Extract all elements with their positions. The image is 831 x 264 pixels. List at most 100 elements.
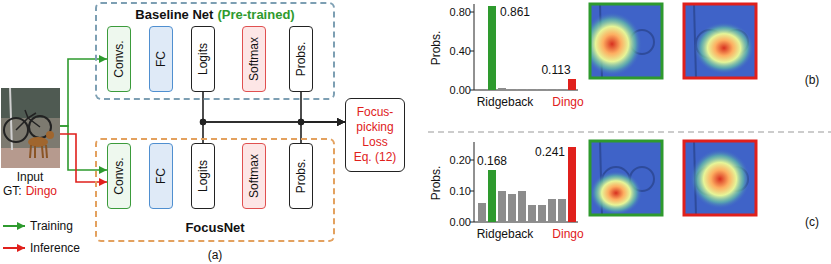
- connector-arrow: [60, 134, 107, 182]
- node-text: Focus-picking Loss Eq. (12): [354, 105, 397, 164]
- heatmap-image: [684, 4, 756, 78]
- heatmap-image: [684, 141, 756, 215]
- layer-box: Softmax: [242, 26, 266, 92]
- tick-label: 0.40: [450, 44, 471, 58]
- heatmap-image: [590, 171, 642, 215]
- loss-box: Focus-picking Loss Eq. (12): [345, 98, 405, 172]
- tick-label: 0.20: [450, 153, 471, 167]
- bar-chart-top: [538, 89, 546, 90]
- heatmap-image: [684, 4, 756, 78]
- node-text: Logits: [196, 160, 210, 192]
- layer-box: FC: [149, 143, 173, 209]
- separator-line: [428, 131, 831, 132]
- bar-chart-top: [508, 89, 516, 90]
- bar-chart-bottom: [538, 205, 546, 222]
- node-text: Convs.: [112, 157, 126, 194]
- layer-box: Convs.: [107, 26, 131, 92]
- input-photo: [46, 131, 54, 139]
- node-text: Convs.: [112, 40, 126, 77]
- bar-chart-top: [478, 89, 486, 90]
- bar-chart-top: [558, 89, 566, 90]
- category-label: Ridgeback: [477, 227, 534, 241]
- input-photo: [1, 88, 60, 168]
- network-group: Convs. FC Logits Softmax Probs. Baseline Net (…: [95, 2, 335, 100]
- layer-box: FC: [149, 26, 173, 92]
- bar-chart-bottom: [470, 142, 578, 222]
- input-image: InputGT: Dingo: [0, 88, 60, 198]
- legend-arrows: [3, 225, 25, 227]
- heatmap-image: [590, 141, 662, 215]
- node-text: Logits: [196, 43, 210, 75]
- text-line: GT: Dingo: [0, 184, 60, 198]
- heatmap-image: [590, 141, 662, 215]
- node-text: FocusNet: [185, 220, 244, 235]
- bar-chart-top: [474, 4, 475, 90]
- bar-chart-top: [488, 6, 496, 90]
- bar-chart-top: [498, 88, 506, 90]
- legend-text: Training: [30, 219, 73, 233]
- node-text: Probs.: [294, 42, 308, 77]
- heatmap-image: [684, 141, 756, 215]
- node-text: Input: [17, 170, 44, 184]
- bar-chart-bottom: [568, 147, 576, 222]
- input-photo: [16, 110, 40, 130]
- text-line: Probs.: [294, 159, 308, 194]
- bar-chart-bottom: [558, 199, 566, 222]
- node-text: Softmax: [247, 37, 261, 81]
- bar-chart-bottom: [508, 194, 516, 222]
- heatmap-image: [684, 4, 756, 78]
- bar-chart-top: [528, 89, 536, 90]
- node-text: GT:: [3, 184, 22, 198]
- value-label: 0.113: [541, 63, 570, 77]
- axis-title: Probs.: [429, 166, 443, 201]
- network-group: Convs. FC Logits Softmax Probs. FocusNet: [95, 138, 335, 242]
- junction-dot: [200, 119, 206, 125]
- bar-chart-bottom: [548, 199, 556, 222]
- panel-label: (a): [208, 248, 223, 262]
- legend-arrows: [3, 247, 25, 249]
- text-line: Softmax: [247, 37, 261, 81]
- heatmap-image: [684, 4, 756, 78]
- tick-label: 0.10: [450, 184, 471, 198]
- legend-item: Inference: [30, 241, 80, 255]
- text-line: Logits: [196, 43, 210, 75]
- text-line: Focus-picking Loss Eq. (12): [352, 105, 398, 165]
- text-line: FC: [154, 168, 168, 184]
- connector-arrow: [60, 59, 107, 126]
- text-line: FocusNet: [97, 220, 333, 235]
- connector-arrow: [203, 92, 345, 122]
- value-label: 0.241: [535, 145, 565, 159]
- value-label: 0.861: [500, 5, 530, 19]
- legend-arrows: [3, 226, 25, 248]
- junction-dot: [298, 119, 304, 125]
- node-text: FC: [154, 168, 168, 184]
- connector-arrow: [301, 92, 345, 122]
- heatmap-image: [684, 141, 756, 215]
- bar-chart-bottom: [478, 203, 486, 222]
- bar-chart-bottom: [474, 142, 475, 222]
- bar-chart-bottom: [528, 205, 536, 222]
- text-line: Baseline Net (Pre-trained): [97, 7, 333, 22]
- bar-chart-bottom: [498, 191, 506, 222]
- bar-chart-top: [568, 79, 576, 90]
- node-text: (Pre-trained): [217, 7, 294, 22]
- node-text: Dingo: [26, 184, 57, 198]
- heatmap-image: [690, 149, 750, 209]
- node-text: Baseline Net: [135, 7, 213, 22]
- bar-chart-top: [548, 89, 556, 90]
- text-line: Convs.: [112, 157, 126, 194]
- input-photo: [30, 145, 47, 158]
- input-photo: [1, 88, 60, 168]
- layer-box: Softmax: [242, 143, 266, 209]
- axis-title: Probs.: [429, 31, 443, 66]
- node-text: Softmax: [247, 154, 261, 198]
- category-label: Dingo: [552, 95, 583, 109]
- heatmap-image: [590, 4, 662, 78]
- heatmap-image: [590, 141, 662, 215]
- text-line: Input: [0, 170, 60, 184]
- heatmap-image: [582, 4, 662, 78]
- tick-label: 0.80: [450, 5, 471, 19]
- text-line: FC: [154, 51, 168, 67]
- value-label: 0.168: [477, 154, 507, 168]
